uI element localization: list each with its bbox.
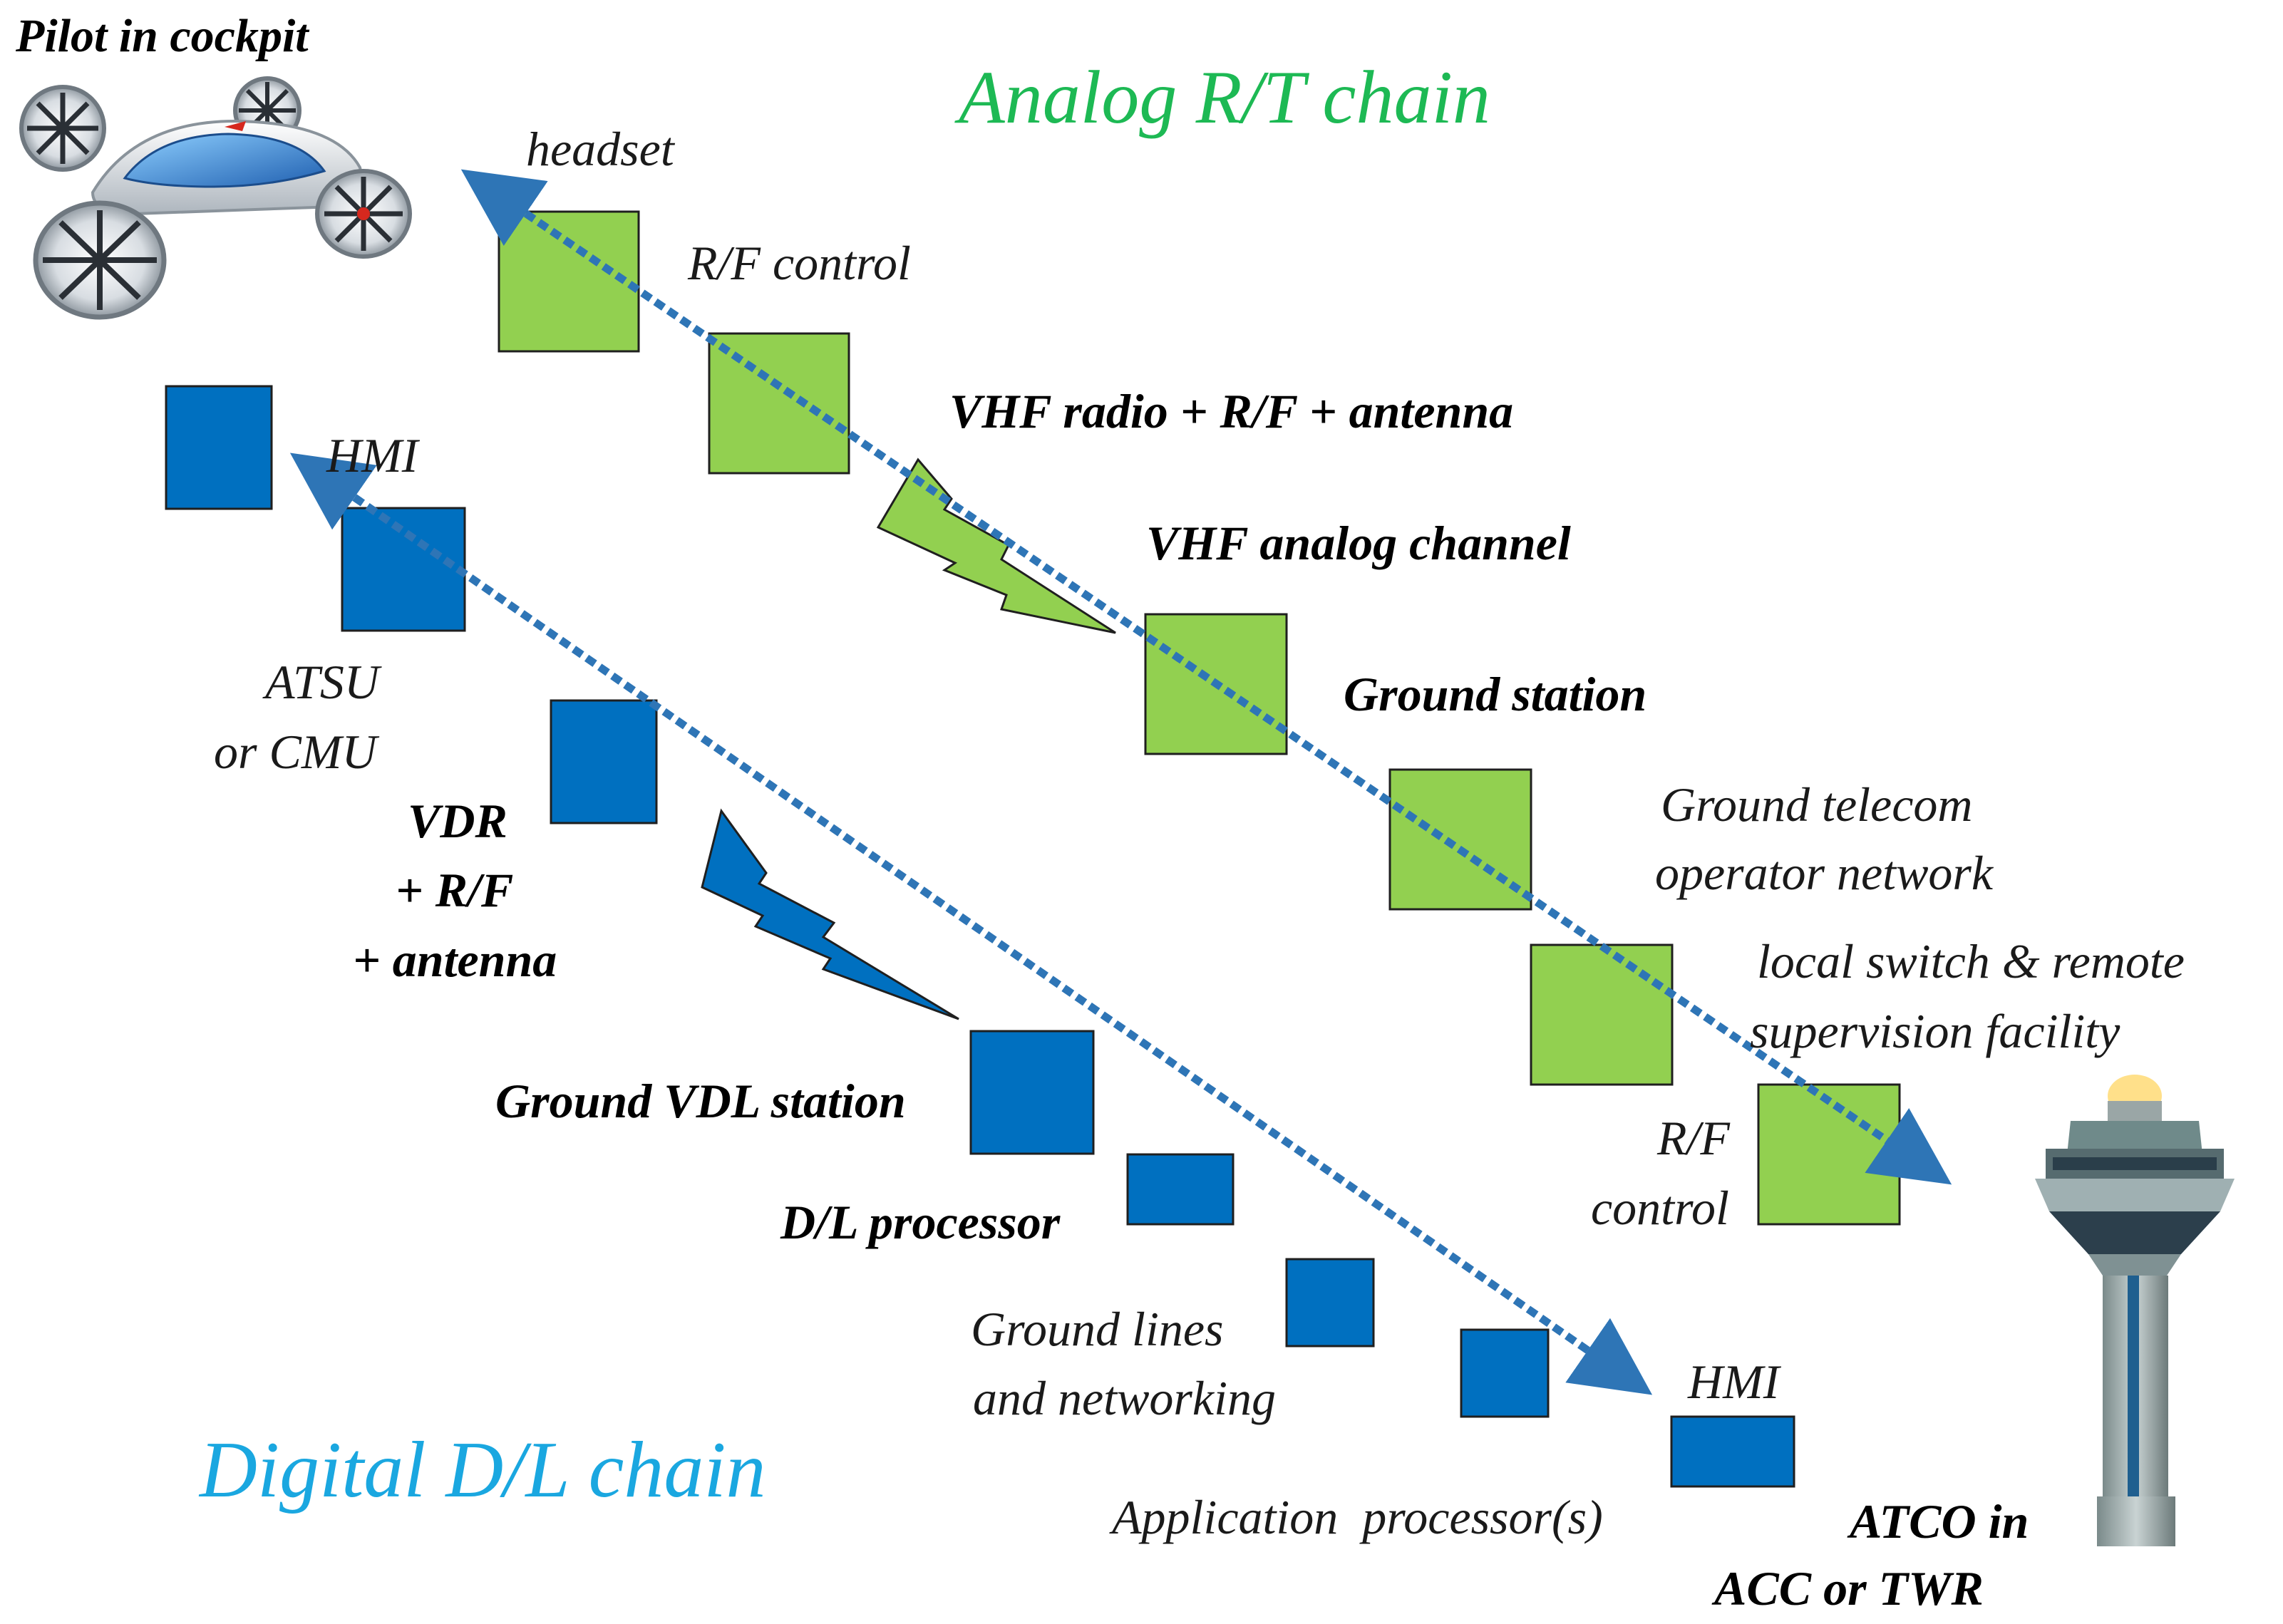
pilot-label: Pilot in cockpit <box>15 10 309 62</box>
analog-chain-arrow <box>460 169 1952 1185</box>
rf-control-label: R/F control <box>687 236 911 290</box>
atsu-label-line1: ATSU <box>262 655 382 709</box>
rf-control-ground-label-line1: R/F <box>1656 1111 1731 1165</box>
hmi-cockpit-box <box>165 385 273 510</box>
telecom-label-line2: operator network <box>1655 846 1994 900</box>
dl-processor-label: D/L processor <box>780 1195 1061 1249</box>
app-processor-label: Application processor(s) <box>1109 1490 1603 1544</box>
ground-lines-label-line1: Ground lines <box>971 1302 1223 1356</box>
atsu-box <box>341 507 466 632</box>
ground-vdl-station-box <box>969 1030 1095 1155</box>
atco-label-line2: ACC or TWR <box>1711 1561 1984 1615</box>
digital-chain-title: Digital D/L chain <box>198 1426 766 1514</box>
ground-station-label: Ground station <box>1344 667 1646 721</box>
vhf-channel-label: VHF analog channel <box>1146 516 1571 570</box>
vdl-datalink-bolt <box>701 808 959 1020</box>
ground-lines-box <box>1285 1258 1375 1348</box>
hmi-atco-box <box>1670 1415 1795 1488</box>
ground-lines-label-line2: and networking <box>973 1371 1276 1425</box>
ground-vdl-label: Ground VDL station <box>495 1074 906 1128</box>
pilot-aircraft-icon <box>19 76 412 320</box>
headset-box <box>498 210 640 353</box>
vdr-label-line3: + antenna <box>353 933 557 987</box>
app-processor-box <box>1460 1328 1550 1418</box>
vhf-radio-label: VHF radio + R/F + antenna <box>949 384 1513 438</box>
vhf-analog-channel-bolt <box>876 457 1116 634</box>
telecom-label-line1: Ground telecom <box>1661 777 1972 832</box>
rf-control-ground-label-line2: control <box>1591 1181 1729 1235</box>
local-switch-box <box>1530 943 1674 1086</box>
analog-chain-boxes <box>498 210 1901 1226</box>
analog-chain-title: Analog R/T chain <box>954 56 1490 139</box>
headset-label: headset <box>526 122 676 176</box>
rf-control-box <box>708 332 850 475</box>
atco-label-line1: ATCO in <box>1847 1494 2029 1548</box>
vdr-box <box>550 699 658 824</box>
local-switch-label-line2: supervision facility <box>1750 1004 2120 1058</box>
local-switch-label-line1: local switch & remote <box>1757 934 2185 988</box>
hmi-cockpit-label: HMI <box>326 428 421 482</box>
atsu-label-line2: or CMU <box>214 725 379 779</box>
dl-processor-box <box>1126 1153 1235 1226</box>
digital-chain-arrow <box>289 452 1653 1395</box>
hmi-atco-label: HMI <box>1687 1355 1782 1409</box>
vdr-label-line2: + R/F <box>396 863 513 917</box>
vdr-label-line1: VDR <box>408 794 507 848</box>
rf-control-ground-box <box>1757 1083 1901 1226</box>
control-tower-icon <box>2035 1075 2235 1546</box>
